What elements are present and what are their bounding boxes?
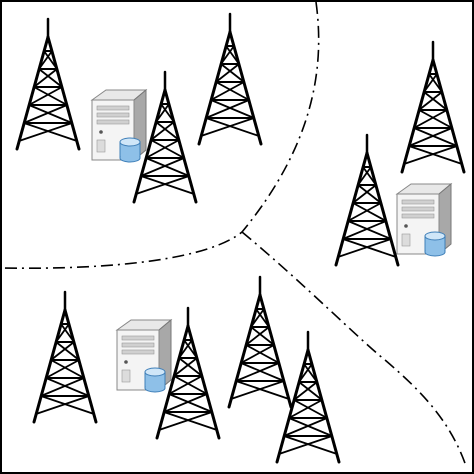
server-with-database-icon	[91, 89, 147, 163]
boundary-right	[241, 231, 467, 467]
server-with-database-icon	[396, 183, 452, 257]
boundary-top-left	[1, 1, 320, 270]
region-boundaries	[1, 1, 467, 467]
server-with-database-icon	[116, 319, 172, 393]
